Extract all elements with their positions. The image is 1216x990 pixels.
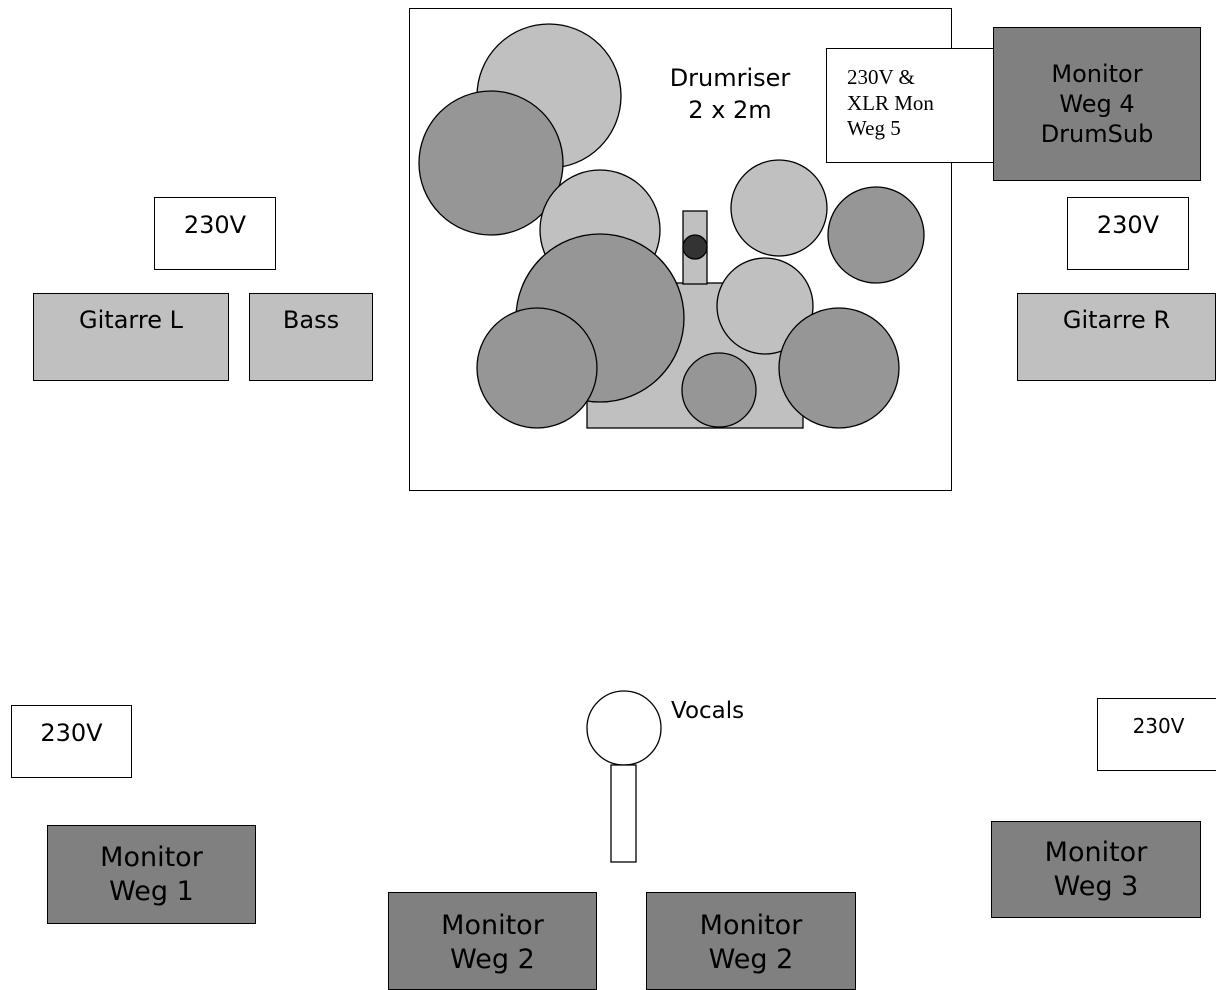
vocals-label: Vocals [671, 698, 745, 724]
crash-cymbal-front [418, 90, 564, 236]
drumriser-power-note: 230V & XLR Mon Weg 5 [826, 48, 994, 163]
monitor-weg3: Monitor Weg 3 [991, 821, 1201, 918]
monitor-weg4-drumsub: Monitor Weg 4 DrumSub [993, 27, 1201, 181]
monitor-weg2-left: Monitor Weg 2 [388, 892, 597, 990]
power-outlet-left-bottom: 230V [11, 705, 132, 778]
power-outlet-right-bottom: 230V [1097, 698, 1216, 771]
amp-gitarre-r: Gitarre R [1017, 293, 1216, 381]
amp-gitarre-l: Gitarre L [33, 293, 229, 381]
monitor-weg2-right: Monitor Weg 2 [646, 892, 856, 990]
pedal-beater-icon [682, 234, 708, 260]
floor-tom-left [476, 307, 598, 429]
floor-tom-right [778, 307, 900, 429]
power-outlet-right-top: 230V [1067, 197, 1189, 270]
amp-bass: Bass [249, 293, 373, 381]
ride-cymbal [827, 186, 925, 284]
hi-hat [681, 352, 757, 428]
snare-drum [716, 257, 814, 355]
drumriser-label: Drumriser 2 x 2m [669, 64, 791, 124]
power-outlet-left-top: 230V [154, 197, 276, 270]
microphone-icon [586, 690, 662, 863]
rack-tom-right [730, 159, 828, 257]
monitor-weg1: Monitor Weg 1 [47, 825, 256, 924]
